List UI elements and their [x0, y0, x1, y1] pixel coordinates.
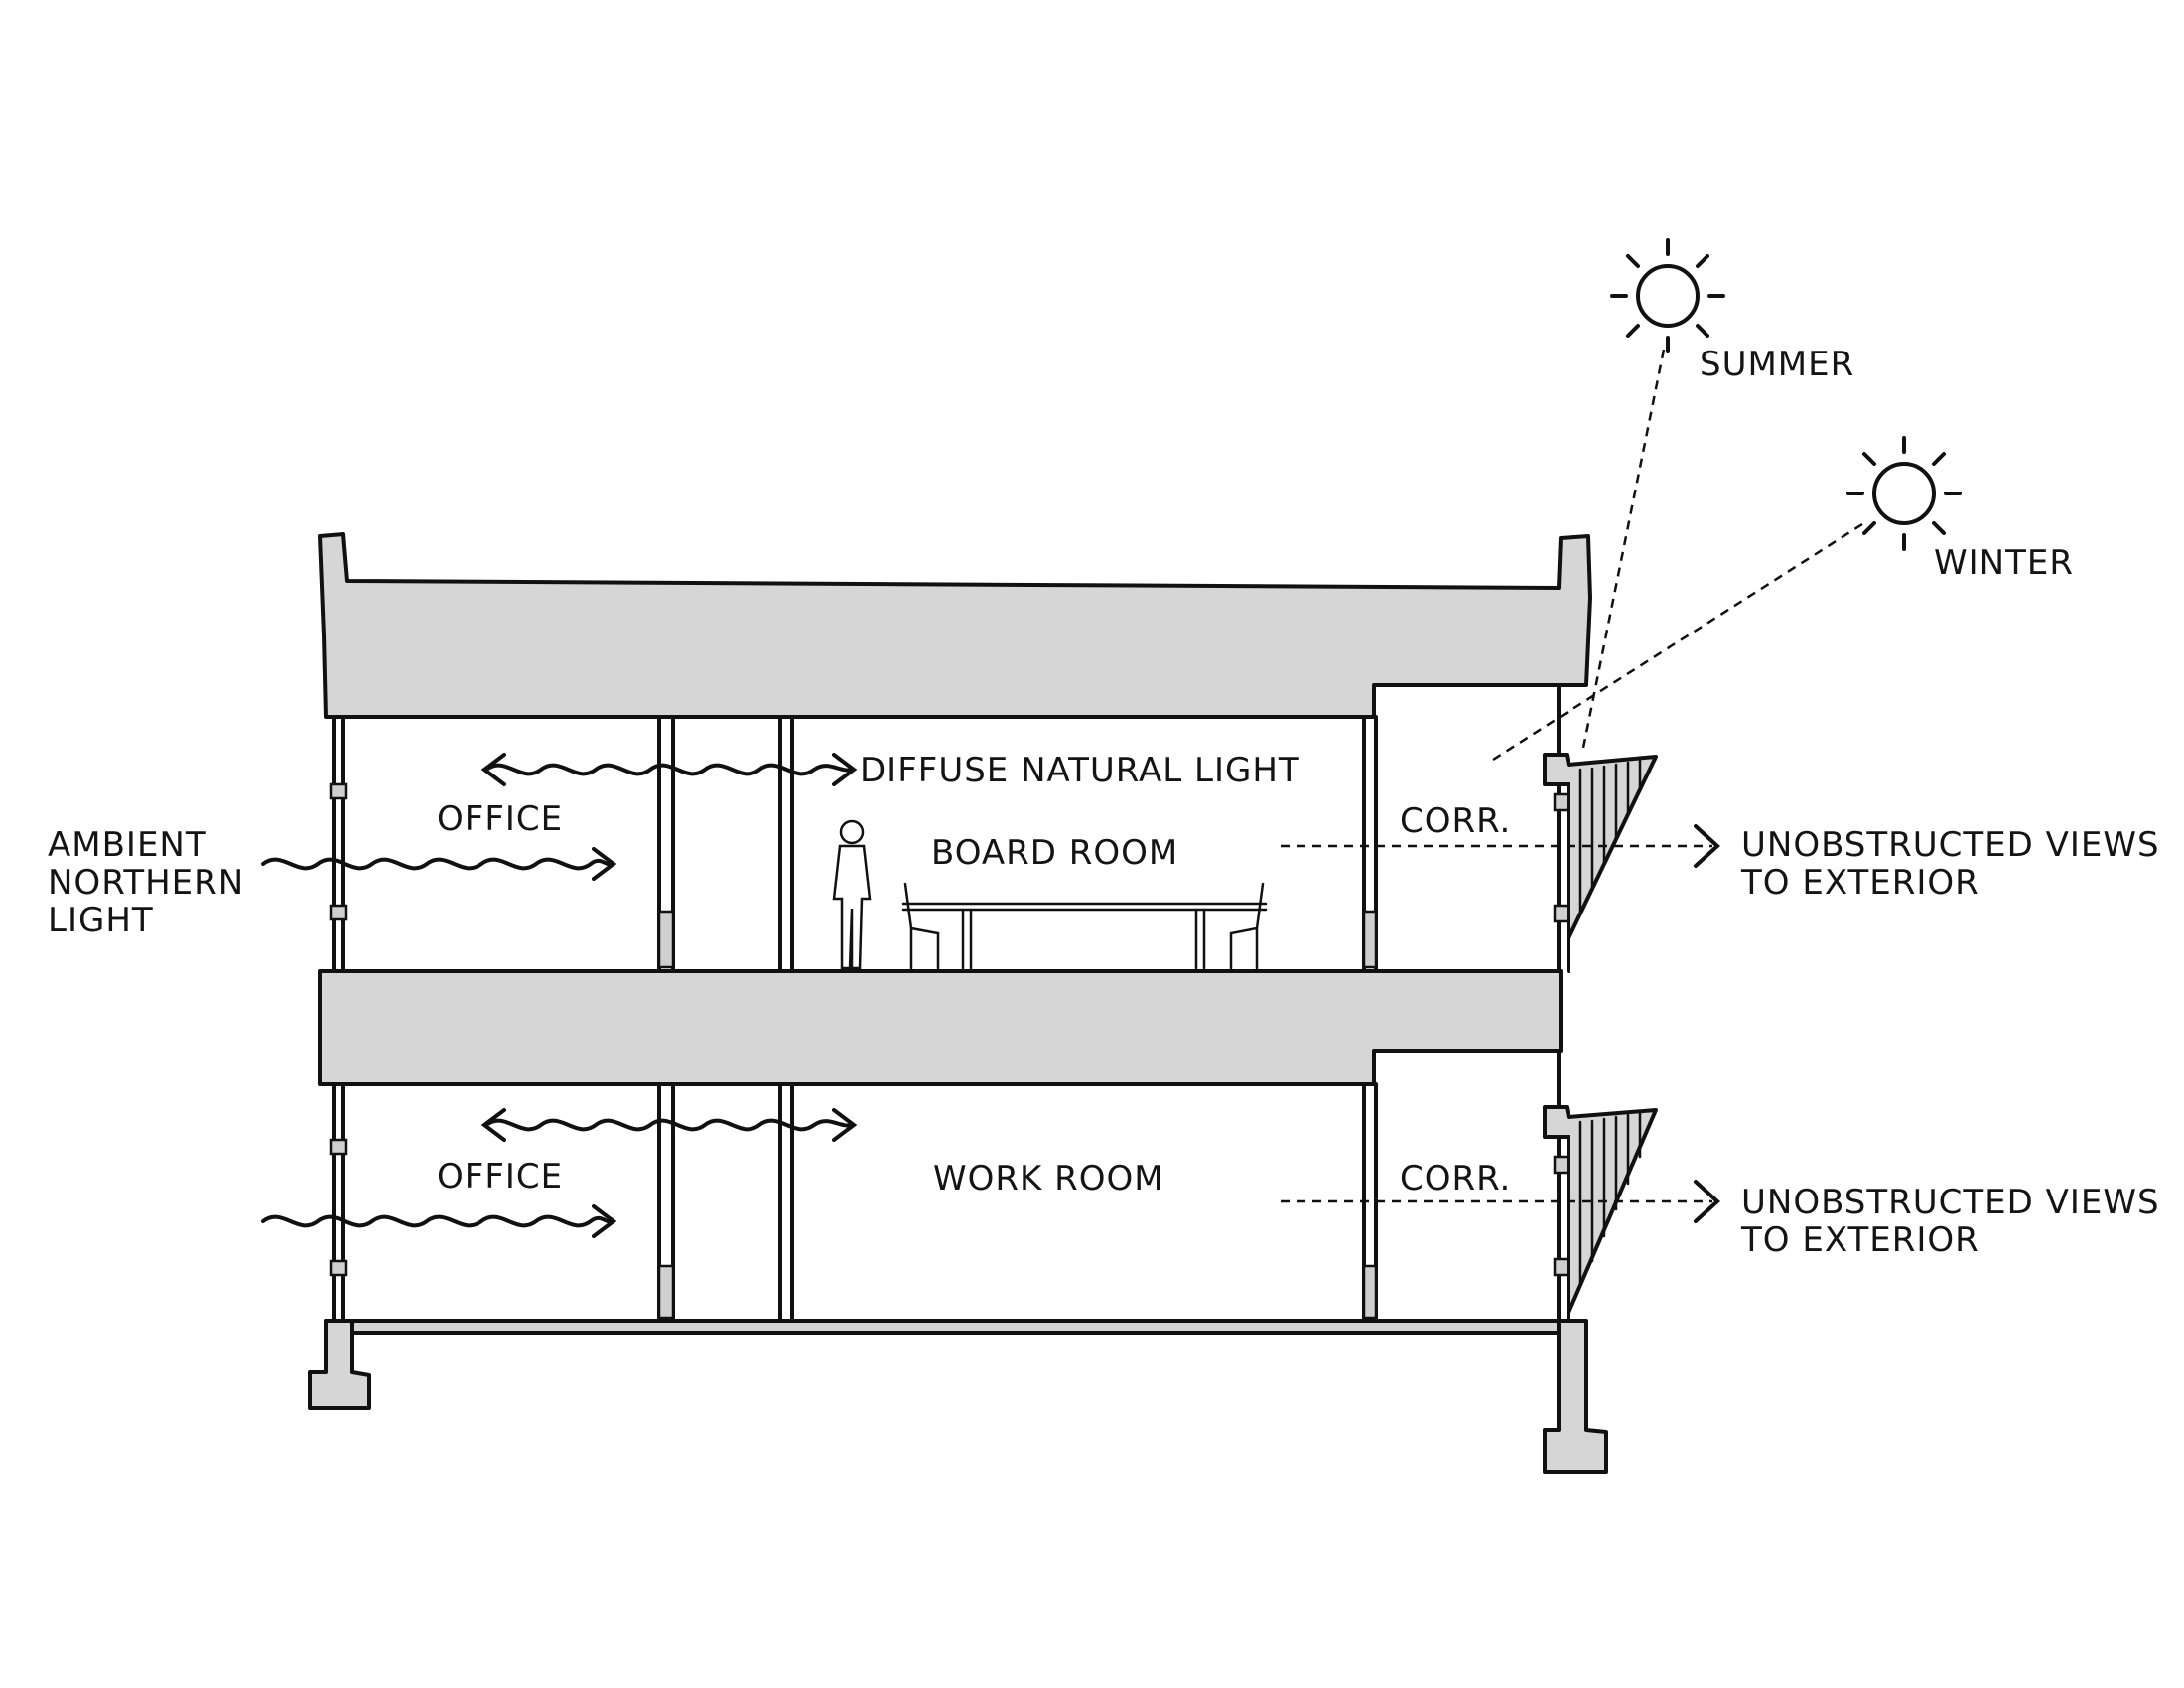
ambient-light-arrow-upper	[261, 847, 617, 881]
roof-slab	[318, 532, 1592, 719]
second-floor-slab	[318, 969, 1563, 1086]
north-mullion	[329, 1138, 348, 1156]
work-room-label: WORK ROOM	[933, 1159, 1164, 1198]
upper-sunshade-hatch	[1578, 759, 1642, 915]
south-mullion	[1553, 1155, 1570, 1175]
views-lower-label-line1: UNOBSTRUCTED VIEWS	[1741, 1183, 2160, 1222]
ambient-label-line1: AMBIENT	[48, 825, 207, 865]
ambient-label-line2: NORTHERN	[48, 863, 244, 903]
south-footing	[1543, 1319, 1608, 1474]
south-mullion	[1553, 904, 1570, 923]
north-mullion	[329, 904, 348, 921]
partition-office-b	[778, 715, 794, 973]
winter-label: WINTER	[1934, 543, 2074, 583]
north-wall-upper	[332, 715, 345, 973]
person-silhouette-icon	[832, 819, 872, 970]
partition-glazing	[1362, 910, 1378, 969]
corridor-upper-label: CORR.	[1400, 801, 1511, 841]
views-lower-label-line2: TO EXTERIOR	[1740, 1220, 1979, 1260]
lower-sunshade-hatch	[1578, 1111, 1642, 1288]
diffuse-light-label: DIFFUSE NATURAL LIGHT	[860, 751, 1300, 790]
north-mullion	[329, 1259, 348, 1277]
north-mullion	[329, 782, 348, 800]
office-upper-label: OFFICE	[437, 799, 563, 839]
summer-label: SUMMER	[1700, 345, 1854, 384]
partition-office-b-lower	[778, 1082, 794, 1323]
partition-glazing	[657, 1264, 675, 1320]
office-lower-label: OFFICE	[437, 1157, 563, 1196]
ambient-label-line3: LIGHT	[48, 901, 154, 940]
partition-glazing	[657, 910, 675, 969]
sun-icon	[1610, 238, 1725, 353]
north-wall-lower	[332, 1082, 345, 1323]
corridor-lower-label: CORR.	[1400, 1159, 1511, 1198]
views-upper-label-line2: TO EXTERIOR	[1740, 863, 1979, 903]
conference-table-icon	[901, 882, 1268, 970]
views-upper-label-line1: UNOBSTRUCTED VIEWS	[1741, 825, 2160, 865]
sun-icon	[1846, 436, 1962, 551]
diffuse-light-arrow-lower	[480, 1108, 858, 1142]
south-mullion	[1553, 1257, 1570, 1277]
board-room-label: BOARD ROOM	[931, 833, 1178, 873]
view-arrow-lower	[1281, 1180, 1720, 1223]
south-mullion	[1553, 792, 1570, 812]
ambient-light-arrow-lower	[261, 1204, 617, 1238]
view-arrow-upper	[1281, 824, 1720, 868]
summer-sun-ray	[1580, 349, 1666, 754]
partition-glazing	[1362, 1264, 1378, 1320]
diffuse-light-arrow	[480, 753, 858, 786]
north-footing	[308, 1319, 371, 1410]
